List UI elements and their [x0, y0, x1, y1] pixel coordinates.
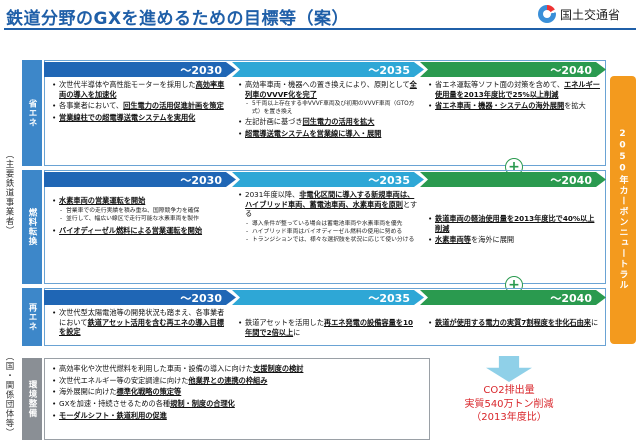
row-renewable [44, 288, 606, 346]
period-banner-2035: ～2035 [232, 172, 424, 187]
list-item: 鉄道車両の軽油使用量を2013年度比で40%以上削減 [428, 214, 600, 233]
list-item: 水素車両の営業運転を開始 [52, 196, 230, 206]
list-item: 左記計画に基づき回生電力の活用を拡大 [238, 117, 418, 127]
category-energy-saving: 省エネ [22, 60, 42, 166]
energy-saving-2030: 次世代半導体や高性能モーターを採用した高効率車両の導入を加速化 各事業者において… [52, 80, 230, 125]
list-item: 超電導送電システムを営業線に導入・展開 [238, 129, 418, 139]
category-renewable: 再エネ [22, 288, 42, 346]
list-item: 鉄道が使用する電力の実質7割程度を非化石由来に [428, 318, 600, 328]
co2-line-3: （2013年度比） [471, 412, 547, 423]
carbon-neutral-2050-banner: 2050年カーボンニュートラル [610, 76, 636, 344]
energy-saving-2040: 省エネ運転等ソフト面の対策を含めて、エネルギー使用量を2013年度比で25%以上… [428, 80, 600, 113]
list-item: GXを加速・持続させるための各種規制・制度の合理化 [52, 399, 424, 409]
list-item: 次世代半導体や高性能モーターを採用した高効率車両の導入を加速化 [52, 80, 230, 99]
renewable-2035: 鉄道アセットを活用した再エネ発電の設備容量を10年間で2倍以上に [238, 318, 418, 339]
list-item: 鉄道アセットを活用した再エネ発電の設備容量を10年間で2倍以上に [238, 318, 418, 337]
category-fuel-conversion: 燃料転換 [22, 170, 42, 284]
list-item: 各事業者において、回生電力の活用促進計画を策定 [52, 101, 230, 111]
renewable-2040: 鉄道が使用する電力の実質7割程度を非化石由来に [428, 318, 600, 330]
period-banner-2035: ～2035 [232, 290, 424, 305]
row-environment [44, 358, 430, 440]
period-banner-2040: ～2040 [420, 62, 606, 77]
period-banner-2030: ～2030 [44, 172, 236, 187]
category-environment: 環境整備 [22, 358, 42, 440]
ministry-logo-icon [538, 5, 556, 23]
row-energy-saving [44, 60, 606, 166]
list-item: 海外展開に向けた標準化戦略の策定等 [52, 387, 424, 397]
environment-list: 高効率化や次世代燃料を利用した車両・設備の導入に向けた支援制度の検討 次世代エネ… [52, 364, 424, 423]
period-banner-2040: ～2040 [420, 290, 606, 305]
list-item: 高効率車両・機器への置き換えにより、原則として全列車のVVVF化を完了 [238, 80, 418, 99]
period-banner-2035: ～2035 [232, 62, 424, 77]
list-item: 水素車両等を海外に展開 [428, 235, 600, 245]
period-banner-2040: ～2040 [420, 172, 606, 187]
list-subitem: 5千両以上存在する非VVVF車両及び初期のVVVF車両（GTO方式）を置き換え [238, 101, 418, 117]
list-subitem: 導入条件が整っている場合は蓄電池車両や水素車両を優先 [238, 221, 418, 229]
row-fuel-conversion [44, 170, 606, 284]
list-item: 営業線柱での超電導送電システムを実用化 [52, 113, 230, 123]
fuel-conversion-2040: 鉄道車両の軽油使用量を2013年度比で40%以上削減 水素車両等を海外に展開 [428, 214, 600, 247]
list-subitem: ハイブリッド車両はバイオディーゼル燃料の使用に努める [238, 229, 418, 237]
list-item: 省エネ運転等ソフト面の対策を含めて、エネルギー使用量を2013年度比で25%以上… [428, 80, 600, 99]
list-item: 次世代エネルギー等の安定調達に向けた他業界との連携の枠組み [52, 376, 424, 386]
renewable-2030: 次世代型太陽電池等の開発状況も踏まえ、各事業者において鉄道アセット活用を含む再エ… [52, 308, 230, 339]
list-item: バイオディーゼル燃料による営業運転を開始 [52, 226, 230, 236]
list-item: 高効率化や次世代燃料を利用した車両・設備の導入に向けた支援制度の検討 [52, 364, 424, 374]
govt-orgs-label: （国・関係団体等） [4, 352, 14, 438]
fuel-conversion-2030: 水素車両の営業運転を開始 営業車での走行実績を積み重ね、国際競争力を確保 並行し… [52, 196, 230, 238]
co2-reduction-target: CO2排出量 実質540万トン削減 （2013年度比） [444, 384, 574, 425]
list-item: 2031年度以降、非電化区間に導入する新規車両は、ハイブリッド車両、蓄電池車両、… [238, 190, 418, 219]
co2-line-2: 実質540万トン削減 [464, 398, 554, 410]
list-item: 次世代型太陽電池等の開発状況も踏まえ、各事業者において鉄道アセット活用を含む再エ… [52, 308, 230, 337]
list-subitem: トランジションでは、様々な選択肢を状況に応じて使い分ける [238, 237, 418, 245]
down-arrow-icon [486, 356, 532, 382]
list-item: 省エネ車両・機器・システムの海外展開を拡大 [428, 101, 600, 111]
co2-line-1: CO2排出量 [483, 385, 535, 396]
railway-operators-label: （主要鉄道事業者） [4, 150, 14, 236]
list-subitem: 営業車での走行実績を積み重ね、国際競争力を確保 [52, 208, 230, 216]
ministry-name: 国土交通省 [560, 8, 621, 22]
list-subitem: 並行して、幅広い線区で走行可能な水素車両を製作 [52, 216, 230, 224]
list-item: モーダルシフト・鉄道利用の促進 [52, 411, 424, 421]
title-divider [4, 28, 636, 30]
page-title: 鉄道分野のGXを進めるための目標等（案） [6, 9, 350, 29]
period-banner-2030: ～2030 [44, 290, 236, 305]
energy-saving-2035: 高効率車両・機器への置き換えにより、原則として全列車のVVVF化を完了 5千両以… [238, 80, 418, 141]
period-banner-2030: ～2030 [44, 62, 236, 77]
fuel-conversion-2035: 2031年度以降、非電化区間に導入する新規車両は、ハイブリッド車両、蓄電池車両、… [238, 190, 418, 245]
